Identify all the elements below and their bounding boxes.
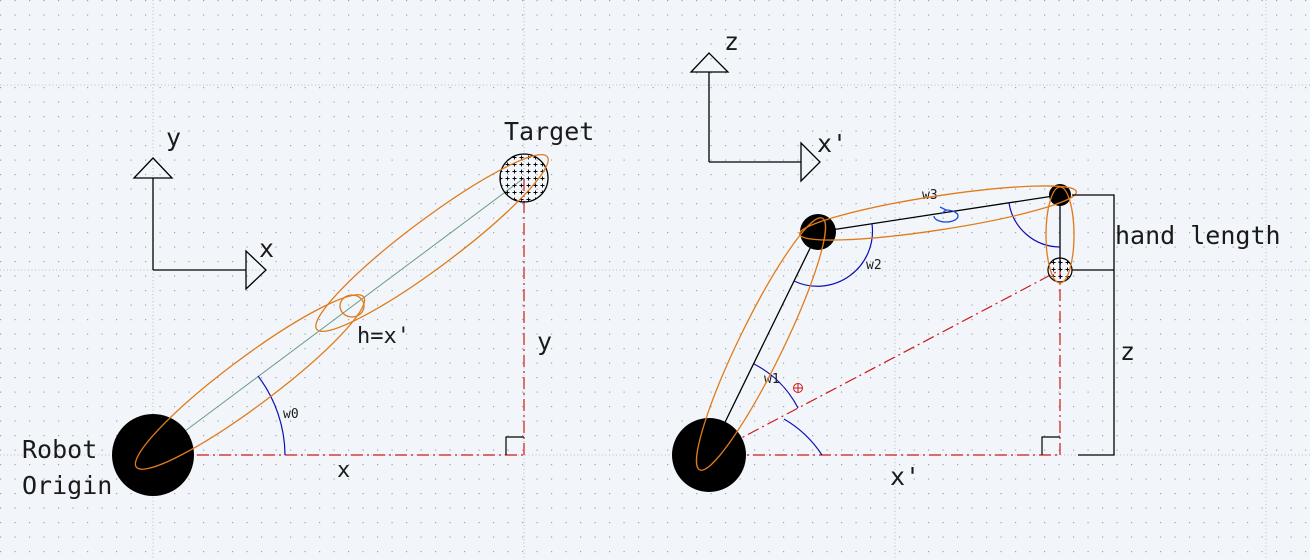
angle-w0-arc <box>257 375 286 456</box>
right-angle-marker <box>505 436 524 455</box>
y-arrow-icon <box>132 157 174 179</box>
forearm-ellipse <box>798 185 1078 241</box>
z-arrow-icon <box>689 52 730 73</box>
diagonal-dashed-line <box>708 269 1061 456</box>
h-equals-label: h=x' <box>357 324 410 349</box>
upper-arm-ellipse <box>695 217 827 471</box>
right-angle-marker-2 <box>1041 436 1060 455</box>
axis-x-label: x <box>259 234 274 263</box>
angle-w1-label: w1 <box>764 372 780 387</box>
zx-axes <box>689 52 821 183</box>
z-dimension-label: z <box>1120 337 1135 366</box>
target-label: Target <box>504 117 594 146</box>
angle-w2-label: w2 <box>866 258 882 273</box>
top-view-diagram: y x w0 Target h=x' y x Robot Origin <box>22 117 594 500</box>
hand-ellipse <box>1045 186 1075 284</box>
target-marker-2 <box>1047 257 1073 283</box>
xp-arrow-icon <box>800 141 821 183</box>
axis-xp-label: x' <box>817 129 847 158</box>
robot-origin-ball <box>112 414 194 496</box>
axis-y-label: y <box>166 123 181 152</box>
angle-w2-arc <box>793 223 874 287</box>
rotation-arrow-icon <box>933 209 959 223</box>
angle-w1-arc-inner <box>753 363 799 409</box>
link-ellipse-lower <box>134 294 366 470</box>
y-dimension-label: y <box>537 327 552 356</box>
angle-w3-arc <box>1008 202 1061 248</box>
xy-axes <box>132 157 267 291</box>
x-arrow-icon <box>245 249 267 291</box>
robot-label: Robot <box>22 435 97 464</box>
angle-w3-label: w3 <box>922 188 938 203</box>
forearm-segment <box>817 194 1061 233</box>
axis-z-label: z <box>724 27 739 56</box>
side-view-diagram: z x' w1 w2 w3 <box>672 27 1281 492</box>
arm-rod <box>152 177 525 456</box>
link-ellipse-upper <box>315 153 549 333</box>
target-marker <box>499 153 549 203</box>
xp-dimension-label: x' <box>890 462 920 491</box>
robot-base-ball <box>672 418 746 492</box>
hand-length-label: hand length <box>1115 221 1281 250</box>
angle-w0-label: w0 <box>283 407 299 422</box>
origin-label: Origin <box>22 471 112 500</box>
upper-arm-segment <box>708 231 819 456</box>
x-dimension-label: x <box>337 458 350 483</box>
joint-ellipse-middle <box>339 294 365 318</box>
elbow-joint <box>800 214 836 250</box>
angle-w1-arc-outer <box>783 418 823 456</box>
dimension-bracket <box>1072 194 1115 456</box>
